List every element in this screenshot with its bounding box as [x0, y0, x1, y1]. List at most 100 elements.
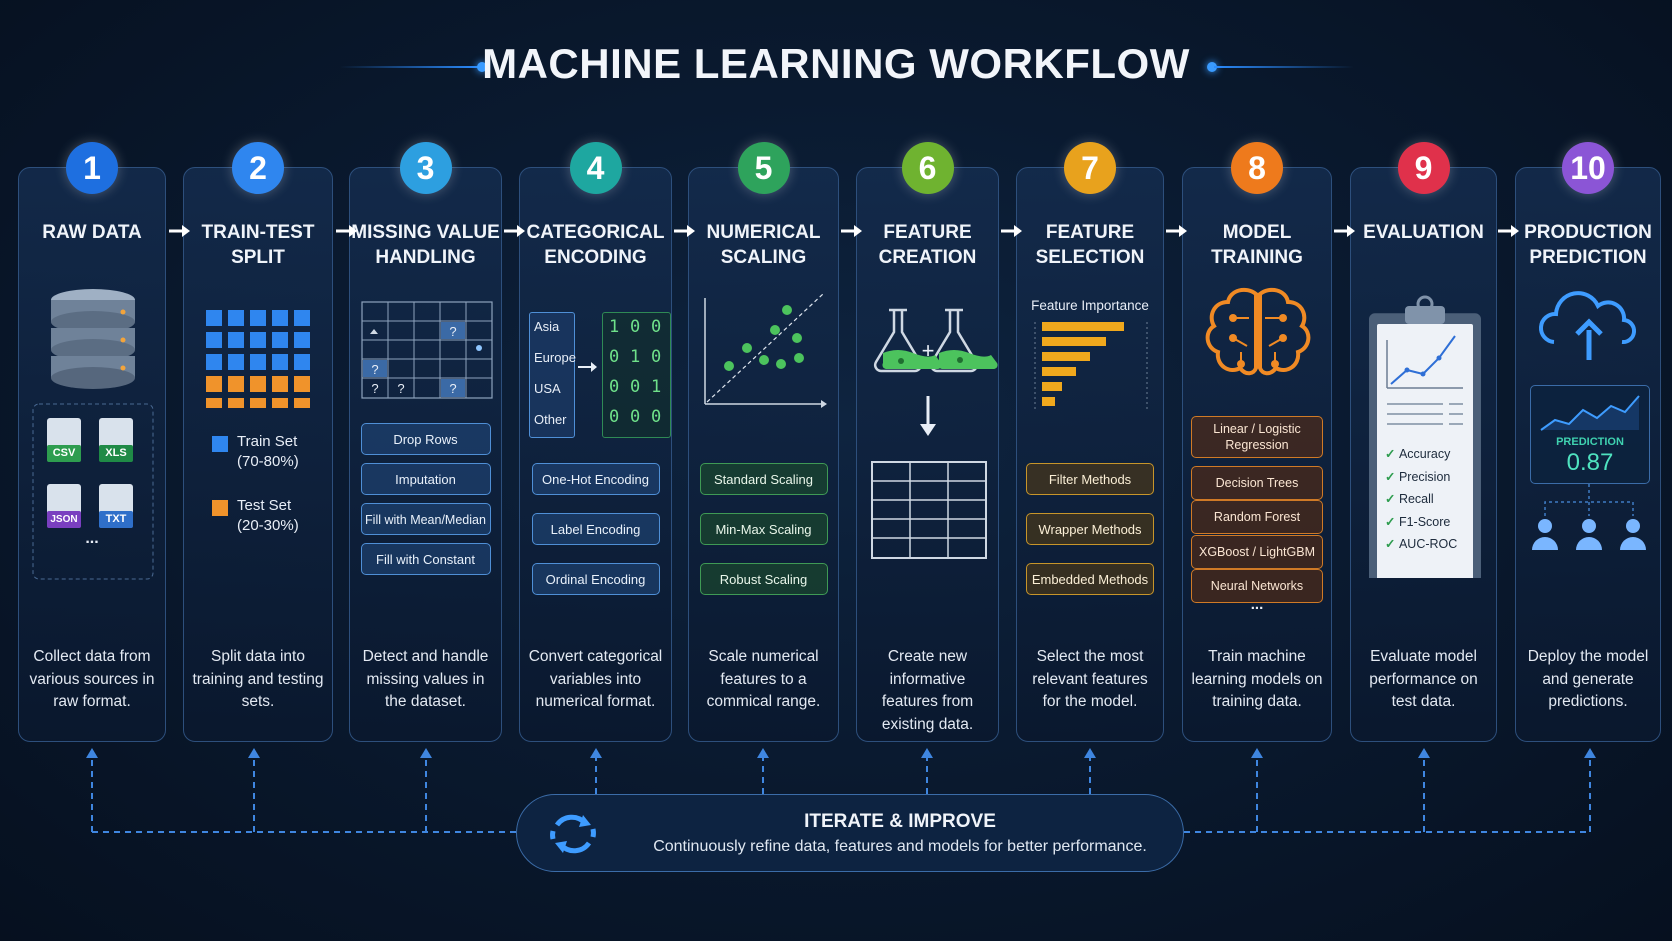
- feature-importance-bars: [1034, 322, 1148, 410]
- arrow-right-icon: [1001, 225, 1022, 237]
- title-line-right: [1214, 66, 1354, 68]
- linear-logistic-regression-button[interactable]: Linear / Logistic Regression: [1191, 416, 1323, 458]
- robust-scaling-button[interactable]: Robust Scaling: [699, 563, 828, 595]
- cloud-upload-icon: [1538, 291, 1637, 360]
- metric-item: ✓ Recall: [1385, 491, 1434, 506]
- embedded-methods-button[interactable]: Embedded Methods: [1026, 563, 1154, 595]
- train-cell: [250, 332, 266, 348]
- step-description: Create new informative features from exi…: [881, 648, 974, 733]
- scatter-plot-icon: [704, 293, 827, 408]
- matrix-cell: 1: [609, 317, 620, 337]
- step-number: 5: [737, 142, 790, 194]
- missing-values-grid: ? ? ? ? ?: [361, 301, 493, 399]
- step-number: 4: [569, 142, 622, 194]
- svg-text:?: ?: [449, 324, 456, 339]
- filter-methods-button[interactable]: Filter Methods: [1026, 463, 1154, 495]
- step-production-prediction[interactable]: 10 PRODUCTION PREDICTION PREDICTION 0.87: [1515, 142, 1661, 742]
- drop-rows-button[interactable]: Drop Rows: [360, 423, 491, 455]
- matrix-cell: 0: [609, 407, 620, 427]
- step-categorical-encoding[interactable]: 4 CATEGORICAL ENCODING Asia Europe USA O…: [519, 142, 672, 742]
- train-cell: [272, 332, 288, 348]
- standard-scaling-button[interactable]: Standard Scaling: [699, 463, 828, 495]
- clipboard-icon: [1369, 295, 1481, 600]
- database-icon: [32, 289, 154, 580]
- train-legend-label: Train Set(70-80%): [237, 433, 299, 470]
- test-cell: [206, 398, 222, 414]
- xgboost-lightgbm-button[interactable]: XGBoost / LightGBM: [1191, 535, 1323, 569]
- step-number: 3: [399, 142, 452, 194]
- arrow-right-icon: [1334, 225, 1355, 237]
- fill-constant-button[interactable]: Fill with Constant: [360, 543, 491, 575]
- step-title: FEATURE SELECTION: [1035, 222, 1145, 268]
- step-title: RAW DATA: [42, 222, 142, 243]
- one-hot-encoding-button[interactable]: One-Hot Encoding: [531, 463, 660, 495]
- feature-table-icon: [871, 461, 987, 559]
- prediction-trend-chart: [1540, 395, 1640, 431]
- matrix-cell: 0: [630, 317, 641, 337]
- train-cell: [228, 354, 244, 370]
- step-title: CATEGORICAL ENCODING: [526, 222, 665, 268]
- test-cell: [294, 376, 310, 392]
- step-number: 8: [1231, 142, 1283, 194]
- label-encoding-button[interactable]: Label Encoding: [531, 513, 660, 545]
- split-grid-icon: [206, 310, 310, 414]
- step-description: Deploy the model and generate prediction…: [1527, 648, 1649, 710]
- test-cell: [294, 398, 310, 414]
- wrapper-methods-button[interactable]: Wrapper Methods: [1026, 513, 1154, 545]
- metric-item: ✓ Accuracy: [1385, 446, 1450, 461]
- matrix-cell: 1: [630, 347, 641, 367]
- decision-trees-button[interactable]: Decision Trees: [1191, 466, 1323, 500]
- test-cell: [272, 398, 288, 414]
- feedback-loop-lines: [86, 748, 1596, 833]
- random-forest-button[interactable]: Random Forest: [1191, 500, 1323, 534]
- step-description: Scale numerical features to a commical r…: [706, 648, 821, 710]
- test-legend-swatch: [212, 500, 228, 516]
- min-max-scaling-button[interactable]: Min-Max Scaling: [699, 513, 828, 545]
- title-line-left: [340, 66, 480, 68]
- step-numerical-scaling[interactable]: 5 NUMERICAL SCALING Standard Scaling Min…: [688, 142, 839, 742]
- imputation-button[interactable]: Imputation: [360, 463, 491, 495]
- txt-file-icon: TXT: [99, 484, 133, 528]
- step-title: EVALUATION: [1363, 222, 1484, 243]
- fill-mean-median-button[interactable]: Fill with Mean/Median: [360, 503, 491, 535]
- metric-label: Precision: [1398, 469, 1451, 484]
- check-icon: ✓: [1385, 492, 1399, 506]
- ordinal-encoding-button[interactable]: Ordinal Encoding: [531, 563, 660, 595]
- step-number: 1: [66, 142, 118, 194]
- test-cell: [272, 376, 288, 392]
- step-description: Select the most relevant features for th…: [1032, 648, 1148, 710]
- train-cell: [206, 354, 222, 370]
- step-evaluation[interactable]: 9 EVALUATION ✓ Accuracy✓ Precision✓ Reca…: [1350, 142, 1497, 742]
- test-cell: [250, 376, 266, 392]
- metric-item: ✓ AUC-ROC: [1385, 536, 1457, 551]
- title-dot-left: [477, 62, 487, 72]
- metric-label: Recall: [1398, 492, 1434, 506]
- step-feature-selection[interactable]: 7 FEATURE SELECTION Feature Importance F…: [1016, 142, 1164, 742]
- step-feature-creation[interactable]: 6 FEATURE CREATION + Create new informat…: [856, 142, 999, 742]
- test-cell: [250, 398, 266, 414]
- step-number: 2: [232, 142, 284, 194]
- step-description: Train machine learning models on trainin…: [1191, 648, 1323, 710]
- iterate-title: ITERATE & IMPROVE: [804, 811, 996, 832]
- step-missing-value-handling[interactable]: 3 MISSING VALUE HANDLING ? ? ? ? ? Drop …: [349, 142, 502, 742]
- check-icon: ✓: [1385, 469, 1399, 484]
- check-icon: ✓: [1385, 514, 1399, 529]
- train-cell: [206, 332, 222, 348]
- step-number: 6: [901, 142, 954, 194]
- svg-text:?: ?: [449, 381, 456, 396]
- step-model-training[interactable]: 8 MODEL TRAINING Linear / Logistic Regre…: [1182, 142, 1332, 742]
- iterate-description: Continuously refine data, features and m…: [653, 838, 1147, 855]
- train-cell: [294, 332, 310, 348]
- importance-chart-title: Feature Importance: [1031, 298, 1149, 313]
- step-raw-data[interactable]: 1 RAW DATA CSV XLS JSON: [18, 142, 166, 742]
- step-title: MISSING VALUE HANDLING: [351, 222, 500, 268]
- neural-networks-button[interactable]: Neural Networks: [1191, 569, 1323, 603]
- prediction-card: PREDICTION 0.87: [1530, 385, 1650, 484]
- step-train-test-split[interactable]: 2 TRAIN-TEST SPLIT Train Set(70-80%) Tes…: [183, 142, 333, 742]
- test-legend-label: Test Set(20-30%): [237, 497, 299, 534]
- more-models-ellipsis: ...: [1250, 596, 1264, 613]
- test-cell: [228, 398, 244, 414]
- step-description: Detect and handle missing values in the …: [362, 648, 489, 710]
- train-cell: [294, 310, 310, 326]
